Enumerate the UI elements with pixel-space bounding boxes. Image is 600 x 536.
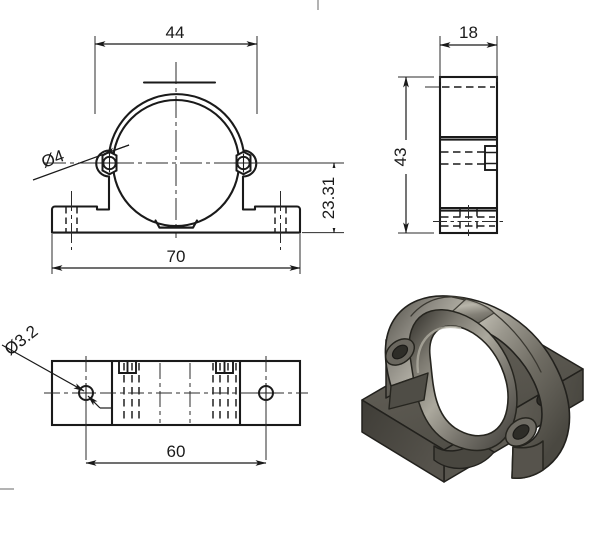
front-right-boss: [234, 150, 253, 176]
iso-right-boss-hole: [512, 424, 530, 440]
iso-base-left-face: [361, 399, 445, 483]
iso-seam-top-left: [410, 296, 467, 317]
top-dim60-text-bg: [160, 441, 192, 460]
front-dim-70: 70: [51, 234, 301, 274]
side-dim43-value: 43: [391, 148, 410, 167]
side-dim-18: 18: [439, 22, 498, 82]
isometric-view: [361, 295, 584, 483]
side-screw-boss-rect: [484, 145, 498, 171]
top-dia32-leader-left: [1, 344, 85, 392]
iso-right-boss: [504, 417, 538, 447]
top-dim60-value: 60: [167, 442, 186, 461]
registration-marks: [0, 0, 319, 490]
top-dim-60: 60: [85, 393, 267, 466]
side-view: 18 43: [391, 22, 504, 236]
side-dim18-text-bg: [453, 22, 484, 41]
iso-left-skirt: [388, 372, 429, 410]
side-screw-boss: [484, 145, 498, 171]
front-dim44-value: 44: [166, 23, 185, 42]
side-dim43-text-bg: [396, 140, 416, 174]
front-view-centerlines: [44, 62, 316, 238]
side-dim18-value: 18: [459, 23, 478, 42]
front-dim2331-value: 23.31: [319, 177, 338, 220]
front-dim44-text-bg: [160, 22, 190, 41]
front-base-hidden-lines: [65, 207, 287, 232]
side-dim-43: 43: [391, 76, 434, 234]
front-dim-44: 44: [94, 22, 258, 114]
iso-left-boss-hole: [391, 344, 409, 360]
front-foot-centerlines: [71, 191, 281, 250]
front-dim70-text-bg: [160, 246, 192, 265]
iso-seam-upper-right: [493, 312, 542, 373]
front-dia4-leader-arrow: [103, 144, 130, 155]
iso-bore-rim-highlight: [416, 325, 462, 374]
top-notches: [118, 361, 234, 374]
iso-left-boss: [384, 338, 416, 366]
front-dim2331-text-bg: [324, 168, 344, 228]
front-outer-profile: [50, 93, 302, 234]
front-dim-2331: 23.31: [253, 162, 344, 234]
side-base-centerlines: [433, 205, 504, 236]
top-dia32-leader-arrow2: [87, 395, 101, 409]
front-view: 44 70 23.31 Ø4: [32, 22, 344, 274]
front-dim70-value: 70: [167, 247, 186, 266]
iso-right-skirt: [511, 440, 544, 479]
